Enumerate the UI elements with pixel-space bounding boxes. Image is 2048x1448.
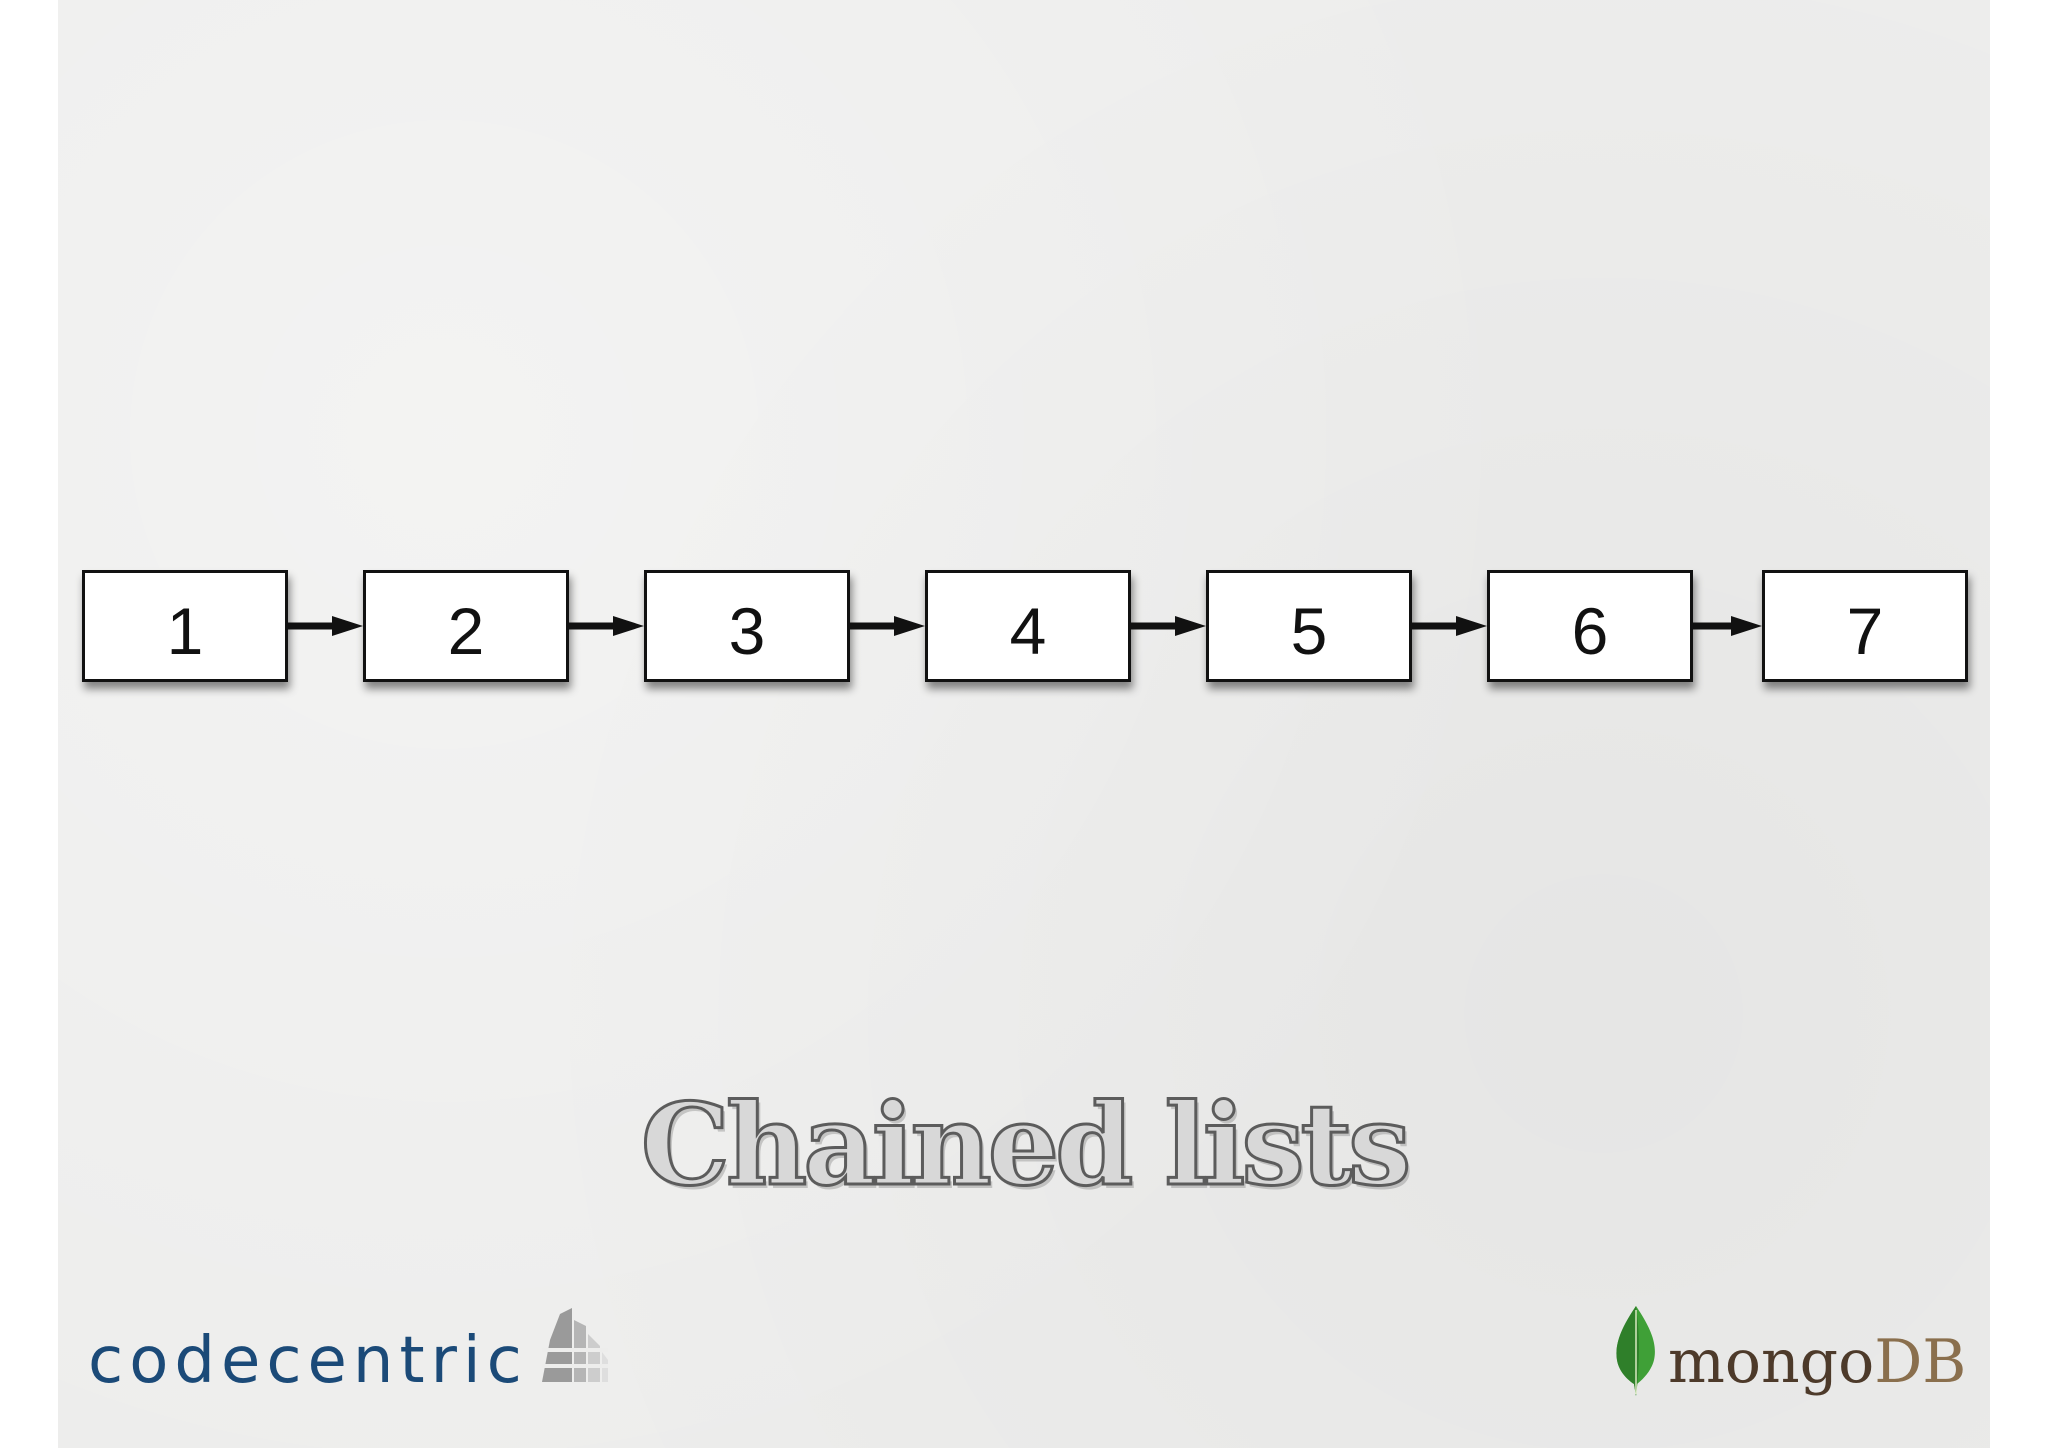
list-node-7: 7 xyxy=(1762,570,1968,682)
codecentric-logo: codecentric xyxy=(88,1300,608,1393)
node-label: 5 xyxy=(1290,594,1328,668)
codecentric-wordmark-part2: centric xyxy=(266,1324,528,1398)
node-label: 6 xyxy=(1571,594,1609,668)
node-label: 1 xyxy=(166,594,204,668)
list-node-1: 1 xyxy=(82,570,288,682)
list-node-6: 6 xyxy=(1487,570,1693,682)
arrow-5-6 xyxy=(1412,616,1487,636)
mongodb-leaf-icon xyxy=(1614,1304,1658,1401)
arrow-6-7 xyxy=(1693,616,1762,636)
arrow-4-5 xyxy=(1131,616,1206,636)
slide: 1 2 3 4 5 6 7 Chained lists codecentric xyxy=(58,0,1990,1448)
arrow-2-3 xyxy=(569,616,644,636)
list-node-2: 2 xyxy=(363,570,569,682)
mongodb-wordmark-part2: DB xyxy=(1874,1326,1967,1397)
node-label: 7 xyxy=(1846,594,1884,668)
codecentric-wordmark-part1: code xyxy=(88,1324,267,1398)
list-node-5: 5 xyxy=(1206,570,1412,682)
list-node-3: 3 xyxy=(644,570,850,682)
mongodb-wordmark-part1: mongo xyxy=(1668,1326,1875,1397)
node-label: 2 xyxy=(447,594,485,668)
mongodb-wordmark: mongoDB xyxy=(1668,1332,1966,1392)
mongodb-logo: mongoDB xyxy=(1614,1304,1966,1401)
arrow-3-4 xyxy=(850,616,925,636)
node-label: 3 xyxy=(728,594,766,668)
list-node-4: 4 xyxy=(925,570,1131,682)
slide-title: Chained lists xyxy=(639,1079,1413,1213)
node-label: 4 xyxy=(1009,594,1047,668)
arrow-1-2 xyxy=(288,616,363,636)
codecentric-logo-icon xyxy=(541,1300,608,1391)
codecentric-wordmark: codecentric xyxy=(88,1329,528,1393)
